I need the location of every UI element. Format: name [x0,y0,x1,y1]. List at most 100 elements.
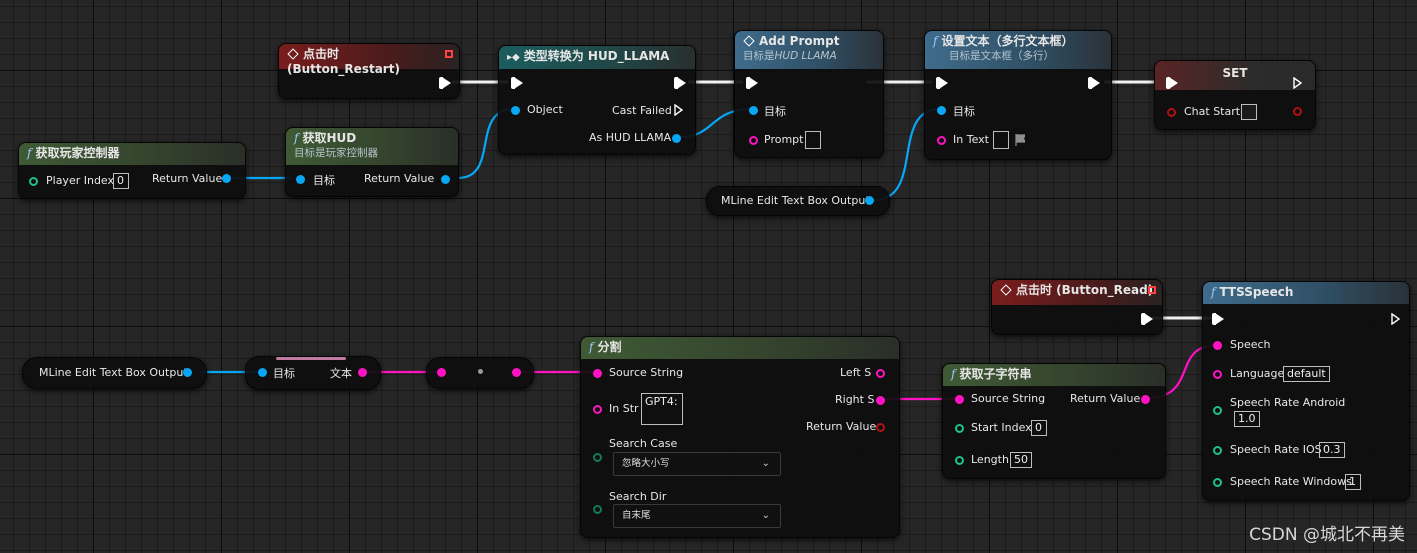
right-s-pin[interactable] [876,396,885,405]
language-input[interactable]: default [1283,366,1330,382]
in-text-input[interactable] [993,131,1009,149]
speech-rate-ios-input[interactable]: 0.3 [1319,442,1345,458]
start-index-pin[interactable] [955,424,964,433]
target-pin[interactable] [258,368,267,377]
event-node-button-read[interactable]: 点击时 (Button_Read) [991,279,1163,335]
target-pin[interactable] [937,106,946,115]
object-pin[interactable] [511,106,520,115]
exec-out-pin[interactable] [439,77,451,89]
in-str-pin[interactable] [593,405,602,414]
exec-in-pin[interactable] [1166,77,1178,89]
delegate-square-icon[interactable] [445,50,453,58]
text-out-pin[interactable] [358,368,367,377]
start-index-input[interactable]: 0 [1031,420,1047,436]
mline-output-getter-bottom[interactable]: MLine Edit Text Box Output [22,357,207,389]
return-value-pin[interactable] [222,174,231,183]
event-diamond-icon [287,48,299,60]
delegate-square-icon[interactable] [1148,286,1156,294]
target-pin[interactable] [749,106,758,115]
return-value-pin[interactable] [1141,395,1150,404]
chat-start-out-pin[interactable] [1293,107,1302,116]
exec-in-pin[interactable] [511,77,523,89]
pin-label: Source String [971,392,1046,405]
search-dir-pin[interactable] [593,505,602,514]
in-text-pin[interactable] [937,136,946,145]
search-dir-dropdown[interactable]: 自末尾⌄ [613,504,781,528]
length-input[interactable]: 50 [1010,452,1032,468]
output-pin[interactable] [183,368,192,377]
speech-rate-windows-input[interactable]: 1 [1345,474,1361,490]
prompt-pin[interactable] [749,136,758,145]
in-str-input[interactable]: GPT4: [641,393,683,425]
return-value-pin[interactable] [441,175,450,184]
function-icon: f [589,340,594,354]
length-pin[interactable] [955,456,964,465]
as-hud-llama-pin[interactable] [672,134,681,143]
language-pin[interactable] [1213,370,1222,379]
search-case-dropdown[interactable]: 忽略大小写⌄ [613,452,781,476]
speech-rate-android-pin[interactable] [1213,406,1222,415]
subtitle-prefix: 目标是 [743,50,775,62]
search-case-pin[interactable] [593,453,602,462]
pin-label: Search Case [609,437,678,450]
pin-label: Object [527,103,563,116]
cast-failed-exec-pin[interactable] [674,104,684,116]
node-subtitle: 目标是玩家控制器 [294,147,378,159]
pin-label: Prompt [764,133,804,146]
exec-out-pin[interactable] [1391,313,1401,325]
left-s-pin[interactable] [876,369,885,378]
mline-output-getter-top[interactable]: MLine Edit Text Box Output [706,186,890,216]
set-variable-node[interactable]: SET Chat Start [1154,60,1316,130]
pin-label: Right S [835,393,875,406]
conversion-out-pin[interactable] [512,368,521,377]
speech-rate-windows-pin[interactable] [1213,478,1222,487]
pin-label: In Str [609,402,639,415]
speech-pin[interactable] [1213,341,1222,350]
return-value-pin[interactable] [876,423,885,432]
node-title: 获取HUD [302,131,357,145]
event-diamond-icon [743,35,755,47]
cast-to-hud-llama-node[interactable]: ▸◆类型转换为 HUD_LLAMA Object Cast Failed As … [498,45,696,155]
node-title: SET [1222,66,1248,80]
speech-rate-android-input[interactable]: 1.0 [1234,411,1260,427]
node-header: 点击时 (Button_Read) [992,280,1162,305]
exec-out-pin[interactable] [1293,77,1303,89]
conversion-in-pin[interactable] [437,368,446,377]
node-title: 分割 [597,340,622,354]
pin-label: Return Value [364,172,435,185]
exec-out-pin[interactable] [674,77,686,89]
chat-start-in-pin[interactable] [1167,108,1176,117]
speech-rate-ios-pin[interactable] [1213,446,1222,455]
get-text-node[interactable]: 目标 文本 [245,356,381,390]
source-string-pin[interactable] [955,395,964,404]
chat-start-checkbox[interactable] [1241,104,1257,120]
exec-out-pin[interactable] [1141,313,1153,325]
player-index-input[interactable]: 0 [113,173,129,189]
exec-in-pin[interactable] [746,77,758,89]
node-title: 设置文本（多行文本框） [941,34,1074,48]
to-string-conversion-node[interactable] [426,357,534,389]
localize-flag-icon[interactable] [1015,134,1025,146]
player-index-pin[interactable] [29,177,38,186]
output-pin[interactable] [865,196,874,205]
exec-in-pin[interactable] [1212,313,1224,325]
exec-in-pin[interactable] [936,77,948,89]
prompt-input[interactable] [805,131,821,149]
source-string-pin[interactable] [593,369,602,378]
variable-label: MLine Edit Text Box Output [39,366,188,379]
event-diamond-icon [1000,284,1012,296]
event-node-button-restart[interactable]: 点击时 (Button_Restart) [278,43,460,99]
target-pin[interactable] [296,175,305,184]
exec-out-pin[interactable] [1088,77,1100,89]
